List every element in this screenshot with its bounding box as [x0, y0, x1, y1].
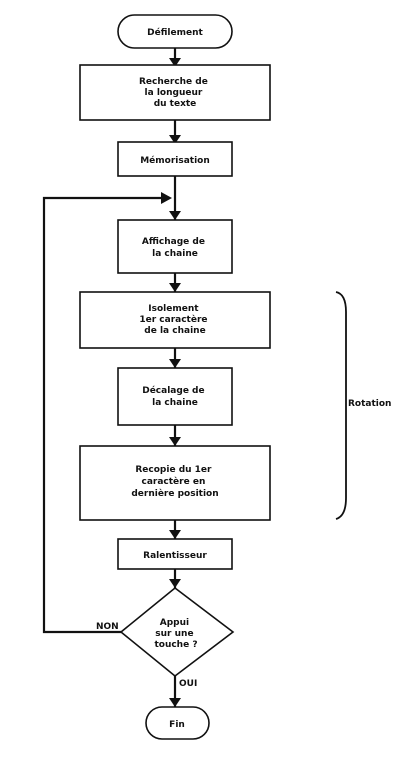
node-start-text: Défilement: [147, 27, 203, 38]
arrowhead: [169, 58, 181, 67]
node-memorize: Mémorisation: [117, 141, 233, 177]
node-text-line: Recopie du 1er: [135, 465, 212, 475]
connectors: [42, 48, 181, 707]
node-text-line: du texte: [154, 99, 197, 109]
node-end: Fin: [145, 706, 210, 740]
arrowhead: [161, 192, 172, 204]
node-slow-down: Ralentisseur: [117, 538, 233, 570]
svg-text:Mémorisation: Mémorisation: [140, 155, 210, 166]
arrowhead: [169, 211, 181, 220]
svg-text:Défilement: Défilement: [147, 27, 203, 38]
node-text-line: caractère en: [142, 476, 206, 487]
node-text-line: Mémorisation: [140, 155, 210, 166]
node-text-line: Affichage de: [142, 237, 205, 247]
svg-text:Fin: Fin: [169, 720, 185, 730]
svg-text:Ralentisseur: Ralentisseur: [143, 551, 207, 561]
node-text-line: Appui: [160, 618, 189, 628]
edge-loop-back: [42, 196, 161, 634]
rotation-label: Rotation: [348, 399, 391, 409]
svg-text:Isolement 1er caractère: Isolement 1er caractère de la chaine: [139, 304, 210, 336]
arrowhead: [169, 359, 181, 368]
node-text-line: Recherche de: [139, 77, 208, 87]
node-key-pressed-decision: Appui sur une touche ?: [119, 586, 235, 678]
node-text-line: la chaine: [152, 249, 198, 259]
rotation-bracket: [335, 291, 347, 520]
svg-text:Recopie du 1er caractère: Recopie du 1er caractère en dernière pos…: [131, 465, 218, 499]
node-measure-length: Recherche de la longueur du texte: [79, 64, 271, 121]
node-text-line: Décalage de: [142, 385, 204, 396]
node-isolate-first-char: Isolement 1er caractère de la chaine: [79, 291, 271, 349]
node-text-line: dernière position: [131, 488, 218, 499]
node-text-line: la longueur: [145, 88, 203, 98]
rotation-group: Rotation: [335, 291, 391, 520]
svg-text:Recherche de la longueur: Recherche de la longueur du texte: [139, 77, 211, 109]
arrowhead: [169, 698, 181, 707]
node-start: Défilement: [117, 14, 233, 49]
node-text-line: la chaine: [152, 398, 198, 408]
node-text-line: Ralentisseur: [143, 551, 207, 561]
svg-text:Appui sur une touc: Appui sur une touche ?: [154, 618, 197, 650]
edge-label-yes: OUI: [179, 679, 197, 689]
arrowhead: [169, 437, 181, 446]
edge-label-no: NON: [96, 622, 119, 632]
node-text-line: Isolement: [148, 304, 199, 314]
node-end-text: Fin: [169, 720, 185, 730]
node-text-line: sur une: [155, 629, 193, 639]
node-text-line: de la chaine: [144, 326, 205, 336]
svg-text:Décalage de la chaine: Décalage de la chaine: [142, 385, 208, 408]
node-copy-first-char: Recopie du 1er caractère en dernière pos…: [79, 445, 271, 521]
arrowhead: [169, 135, 181, 144]
node-text-line: touche ?: [154, 640, 197, 650]
node-text-line: 1er caractère: [139, 314, 207, 325]
node-display-string: Affichage de la chaine: [117, 219, 233, 274]
svg-text:Affichage de la chaine: Affichage de la chaine: [142, 237, 208, 259]
arrowhead: [169, 530, 181, 539]
node-shift-string: Décalage de la chaine: [117, 367, 233, 426]
arrowhead: [169, 579, 181, 588]
arrowhead: [169, 283, 181, 292]
